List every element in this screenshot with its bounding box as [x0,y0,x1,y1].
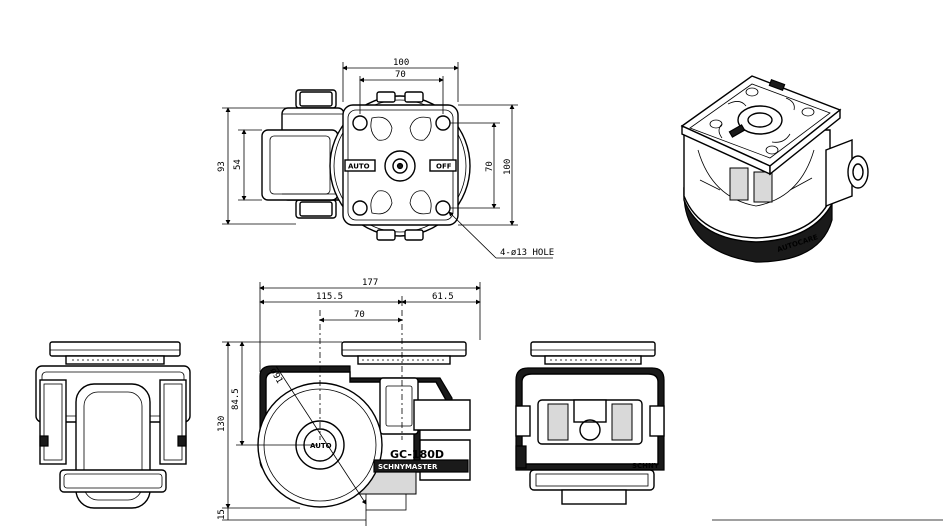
hole-note: 4-ø13 HOLE [500,248,554,258]
side-brand-mark: SCHNY [632,462,660,470]
dim-plate-height: 84.5 [231,388,241,410]
model-number: GC-180D [390,448,444,461]
dim-hole-pitch-y: 70 [485,161,495,172]
side-view-left [35,341,191,509]
side-view-right: SCHNY [515,341,665,505]
dim-plate-width: 100 [393,58,409,68]
dim-plate-height: 100 [503,159,513,175]
dim-clearance: 15 [217,509,227,520]
dim-wheel-height: 54 [233,159,243,170]
dim-overall-height: 93 [217,161,227,172]
dim-hole-pitch: 70 [354,310,365,320]
dim-overall-length: 177 [362,278,378,288]
top-view: AUTO OFF 100 70 93 54 70 100 [217,58,554,259]
off-label: OFF [436,163,452,171]
front-view: AUTO ø91 GC-180D SCHNYMASTER 177 115.5 6… [217,278,481,526]
hub-label: AUTO [310,442,332,450]
dim-overall-height: 130 [217,416,227,432]
dim-hole-pitch-x: 70 [395,70,406,80]
dim-right-offset: 61.5 [432,292,454,302]
dim-left-offset: 115.5 [316,292,343,302]
brand-name: SCHNYMASTER [378,463,438,471]
iso-view: AUTOCARE [680,75,869,263]
auto-label: AUTO [348,163,370,171]
